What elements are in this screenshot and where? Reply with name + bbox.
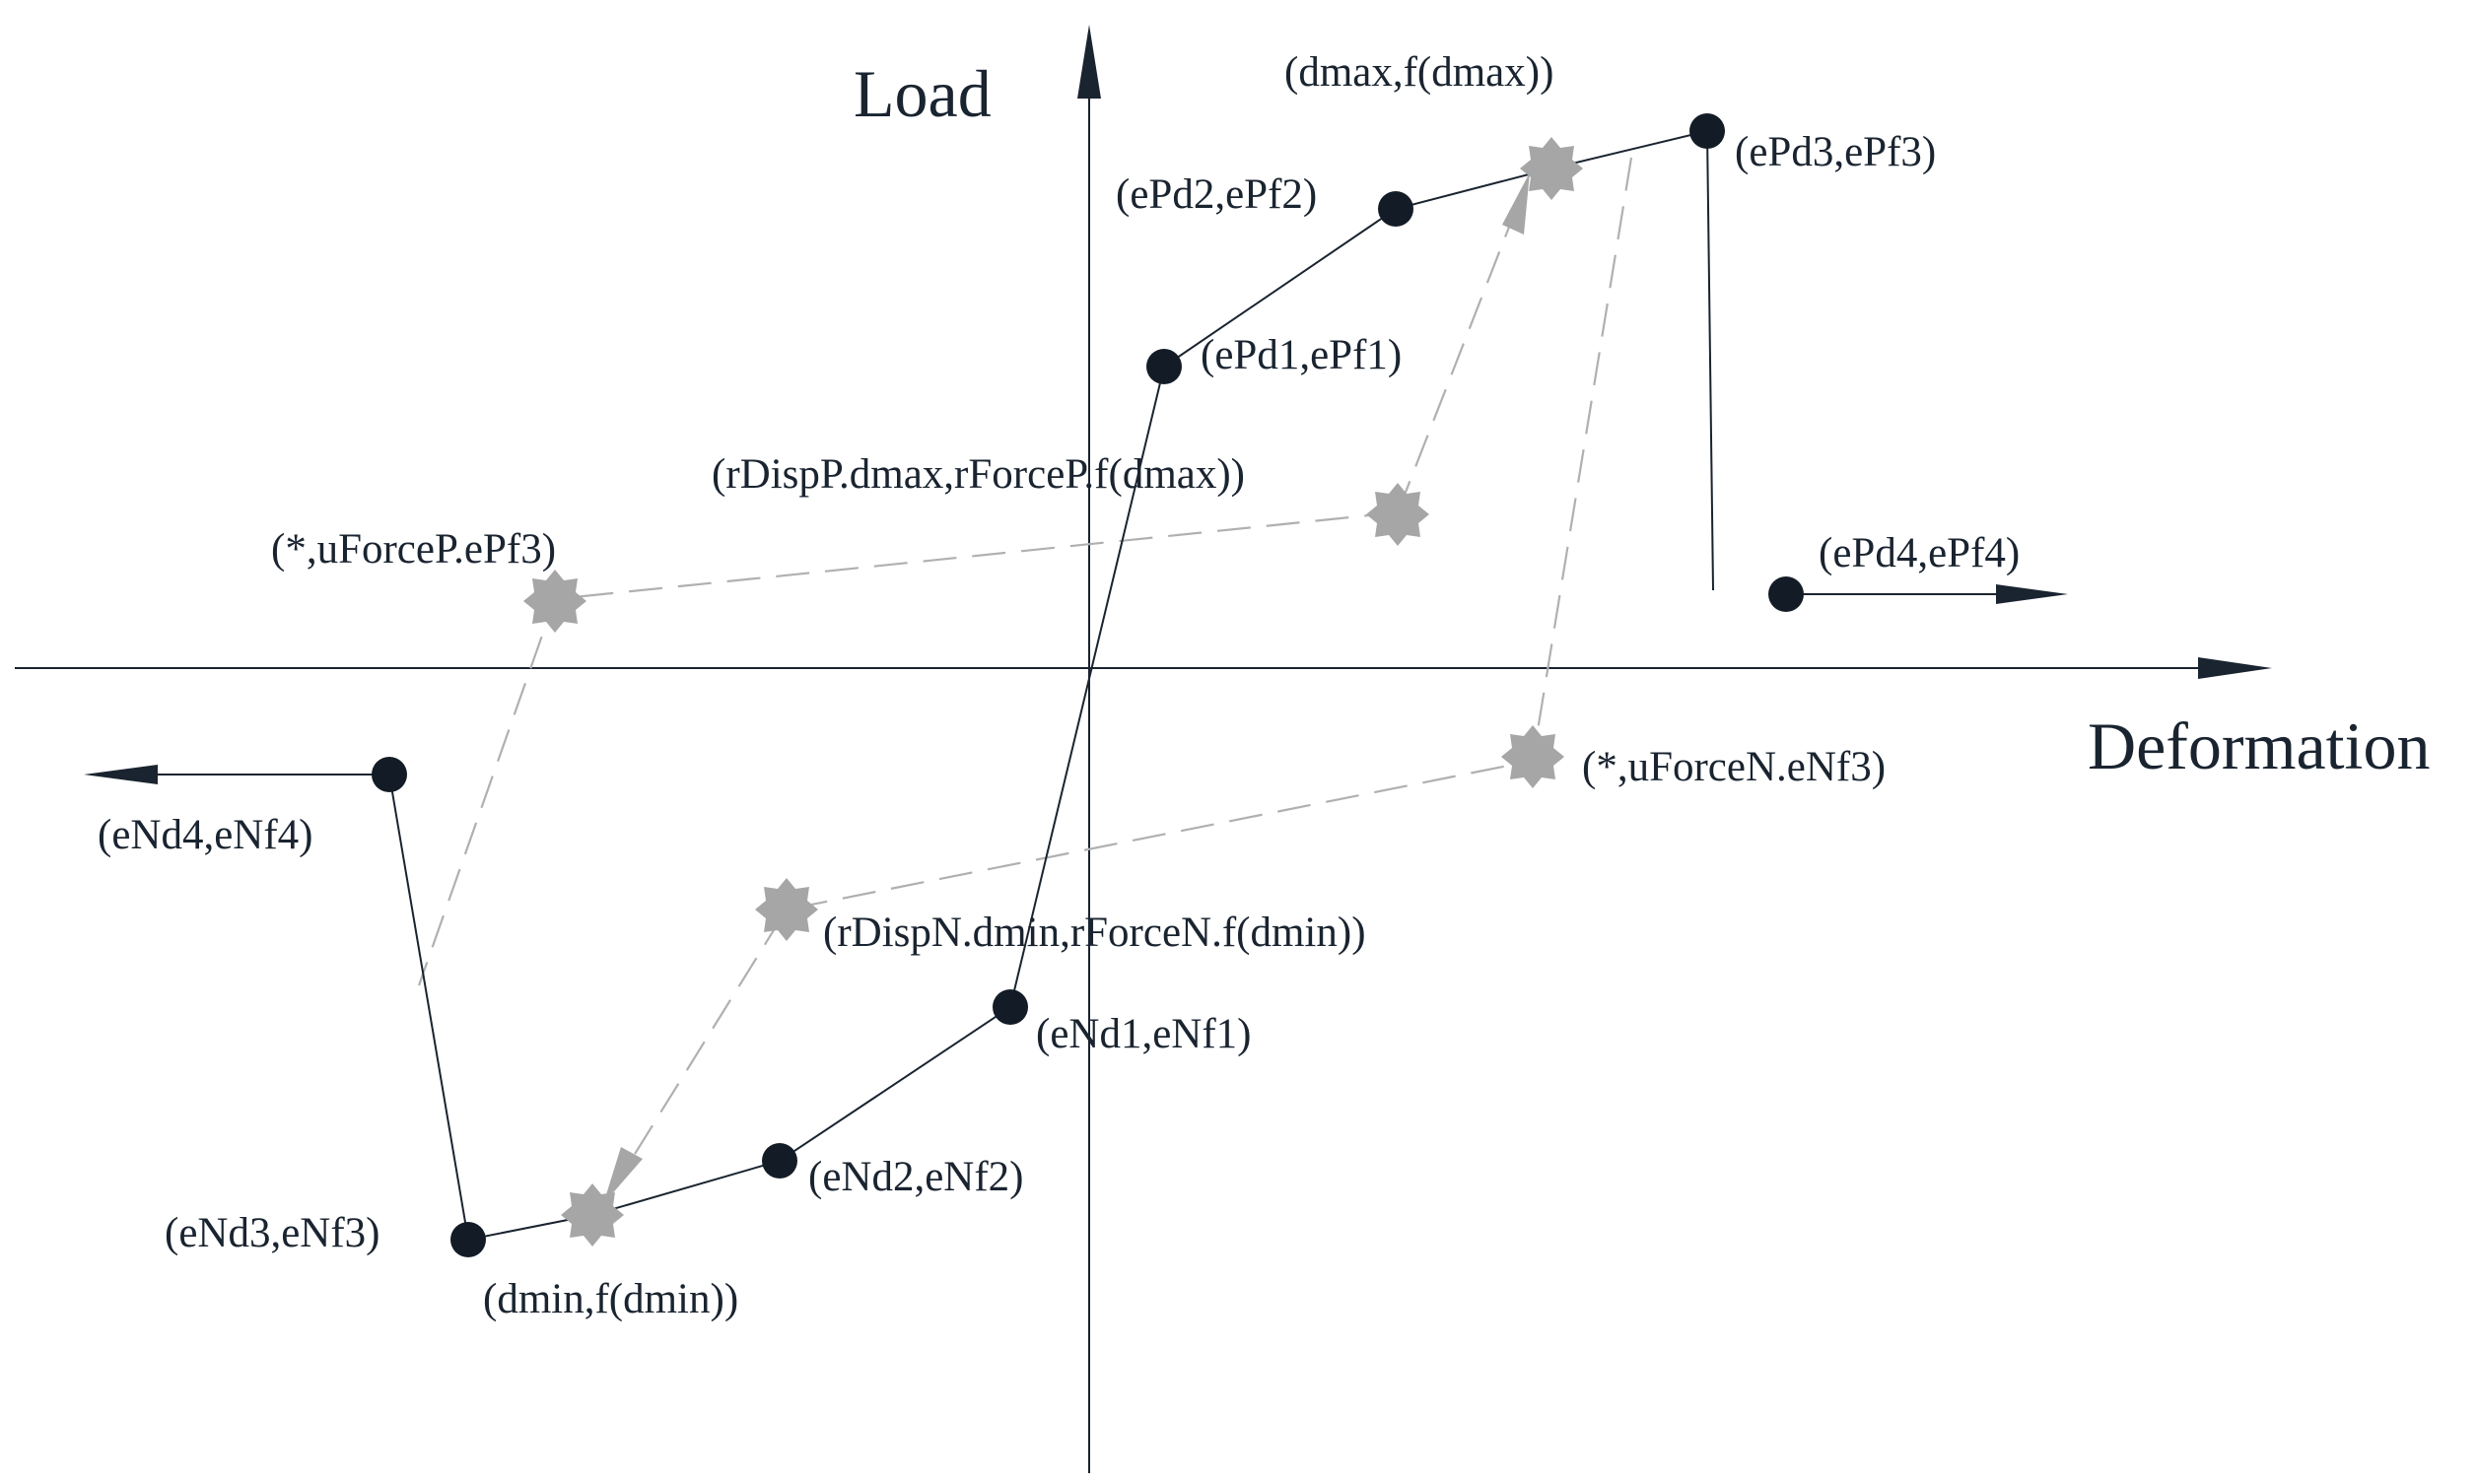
label-end3: (eNd3,eNf3) xyxy=(165,1210,380,1256)
dashed-paths xyxy=(417,157,1633,1188)
point-epd4-marker xyxy=(1768,576,1804,612)
point-epd2-marker xyxy=(1378,191,1413,227)
label-epd4: (ePd4,ePf4) xyxy=(1819,530,2020,576)
label-epd2: (ePd2,ePf2) xyxy=(1116,171,1317,218)
negative-terminal-arrowhead xyxy=(84,765,158,784)
star-uforcep-marker xyxy=(523,570,586,633)
star-rdispp-marker xyxy=(1366,483,1429,546)
point-end2-marker xyxy=(762,1143,797,1179)
x-axis-title: Deformation xyxy=(2088,708,2430,783)
y-axis-title: Load xyxy=(854,56,992,131)
positive-terminal-arrowhead xyxy=(1996,584,2068,604)
label-uforcen: (*,uForceN.eNf3) xyxy=(1582,744,1886,790)
backbone-curve xyxy=(388,129,1715,1242)
point-end4-marker xyxy=(372,757,407,792)
label-rdispp: (rDispP.dmax,rForceP.f(dmax)) xyxy=(712,451,1245,498)
label-end1: (eNd1,eNf1) xyxy=(1036,1011,1252,1057)
x-axis-arrowhead xyxy=(2198,657,2272,679)
label-end4: (eNd4,eNf4) xyxy=(98,812,313,858)
label-end2: (eNd2,eNf2) xyxy=(808,1154,1024,1200)
point-epd1-marker xyxy=(1146,349,1182,384)
dashed-arrowhead-up xyxy=(1502,172,1530,235)
point-epd3-marker xyxy=(1689,113,1725,149)
point-end1-marker xyxy=(993,989,1028,1025)
y-axis-arrowhead xyxy=(1077,25,1101,99)
star-uforcen-marker xyxy=(1501,725,1564,788)
dashed-path-right-down xyxy=(613,157,1633,1188)
dashed-path-to-dmax xyxy=(1396,211,1517,513)
point-end3-marker xyxy=(450,1222,486,1257)
label-dmin: (dmin,f(dmin)) xyxy=(483,1276,738,1322)
label-uforcep: (*,uForceP.ePf3) xyxy=(271,526,556,573)
star-rdispn-marker xyxy=(755,878,818,941)
label-rdispn: (rDispN.dmin,rForceN.f(dmin)) xyxy=(823,910,1366,956)
label-epd1: (ePd1,ePf1) xyxy=(1201,332,1402,378)
dashed-arrowhead-down xyxy=(603,1147,643,1204)
star-dmax-marker xyxy=(1520,137,1583,200)
label-dmax: (dmax,f(dmax)) xyxy=(1284,49,1553,96)
label-epd3: (ePd3,ePf3) xyxy=(1735,129,1936,175)
star-dmin-marker xyxy=(561,1183,624,1247)
